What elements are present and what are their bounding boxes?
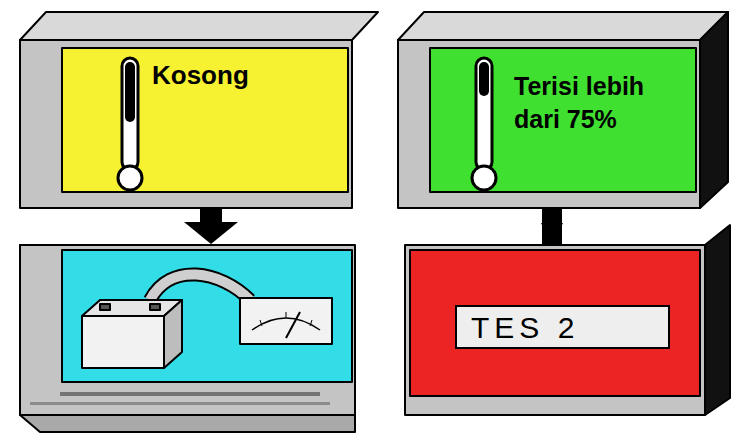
- green-box-body: [398, 12, 728, 208]
- battery-and-meter-illustration: [82, 274, 332, 368]
- yellow-box-body: [20, 12, 378, 208]
- status-label: Terisi lebih dari 75%: [514, 70, 690, 135]
- status-label: Kosong: [152, 60, 249, 91]
- down-arrow: [184, 208, 238, 244]
- cyan-box-body: [20, 245, 355, 432]
- thermometer-icon: [472, 58, 496, 190]
- status-panel: TES 2: [405, 245, 705, 415]
- red-box-body: [405, 225, 730, 415]
- down-arrow: [542, 208, 562, 245]
- test-display-label: TES 2: [455, 305, 670, 349]
- status-panel: Terisi lebih dari 75%: [398, 40, 700, 208]
- thermometer-icon: [118, 58, 142, 190]
- status-panel: Kosong: [20, 40, 352, 208]
